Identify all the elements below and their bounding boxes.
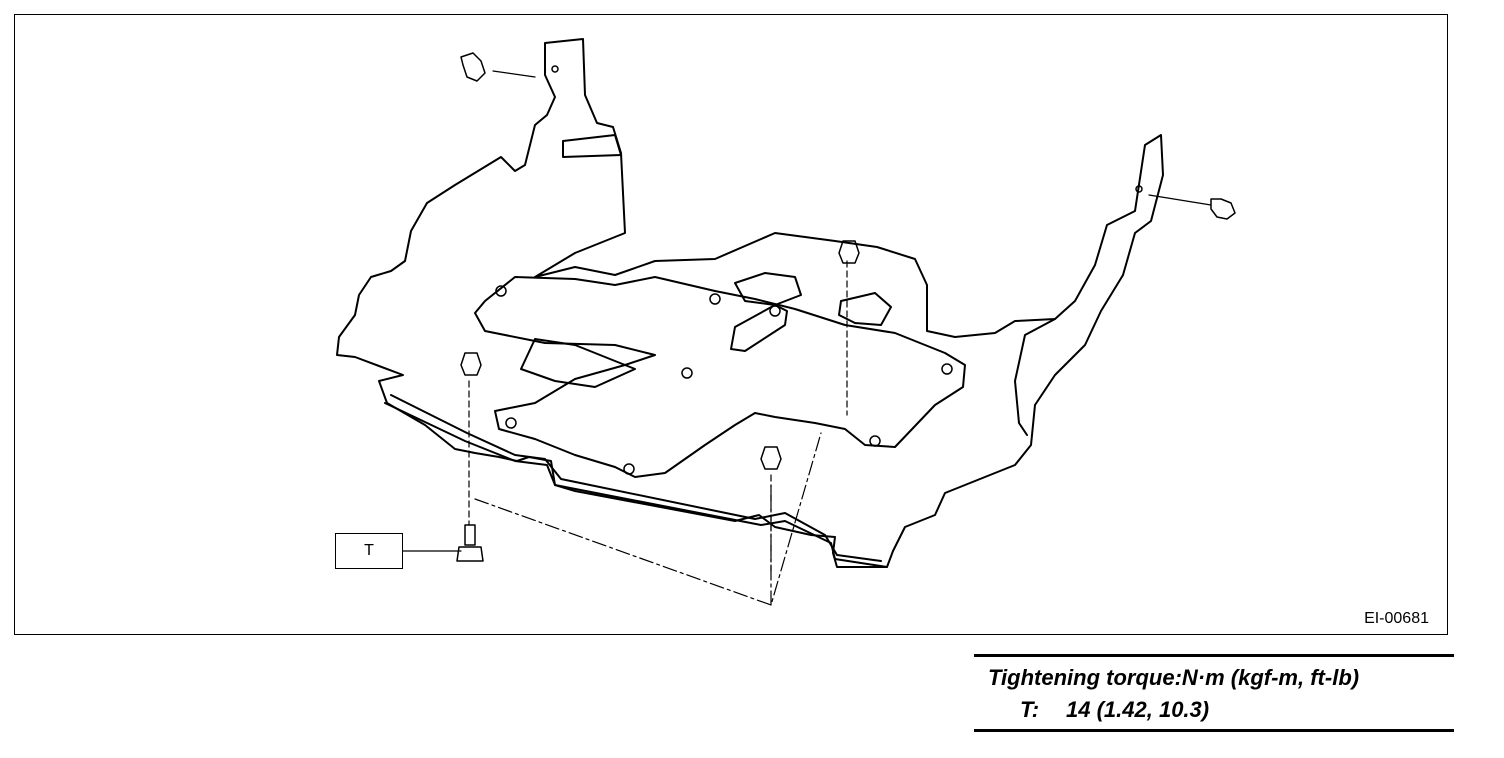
hole (495, 285, 507, 297)
torque-table: Tightening torque:N·m (kgf-m, ft-lb) T: 1… (974, 654, 1454, 732)
leader-clip-right (1148, 194, 1212, 206)
hole (681, 367, 693, 379)
diagram-frame: T EI-00681 (14, 14, 1448, 635)
nut-mid (760, 446, 782, 470)
hole (709, 293, 721, 305)
leader-clip-top (492, 70, 536, 78)
clip-right (1210, 198, 1236, 220)
torque-row-value: 14 (1.42, 10.3) (1066, 697, 1210, 722)
hole (505, 417, 517, 429)
bolt-shank (464, 524, 476, 546)
recess-left (520, 338, 636, 388)
bolt-t (456, 524, 484, 562)
torque-row-key: T: (1020, 697, 1040, 722)
under-cover-outline (336, 38, 1164, 568)
torque-marker-box: T (335, 533, 403, 569)
hole (769, 305, 781, 317)
under-cover-illustration (336, 38, 1236, 606)
inner-panel (474, 276, 966, 478)
front-lip-inner (390, 394, 882, 562)
left-flange (562, 134, 622, 158)
hole (941, 363, 953, 375)
recess-right (838, 292, 892, 326)
hole (869, 435, 881, 447)
hole (551, 65, 559, 73)
clip-group (460, 52, 1236, 220)
torque-table-title: Tightening torque:N·m (kgf-m, ft-lb) (988, 665, 1360, 690)
figure-id: EI-00681 (1364, 610, 1429, 627)
bolt-head (456, 546, 484, 562)
torque-table-bottom-rule (974, 729, 1454, 732)
torque-table-top-rule (974, 654, 1454, 657)
recess-top (734, 272, 802, 306)
hole (623, 463, 635, 475)
hole (1135, 185, 1143, 193)
right-flange (1014, 318, 1056, 436)
centerline-1 (474, 432, 822, 606)
front-lip (384, 402, 888, 568)
clip-top-left (460, 52, 486, 82)
torque-row: T: 14 (1.42, 10.3) (974, 691, 1454, 723)
nut-left (460, 352, 482, 376)
nut-right (838, 240, 860, 264)
recess-slot (730, 304, 788, 352)
